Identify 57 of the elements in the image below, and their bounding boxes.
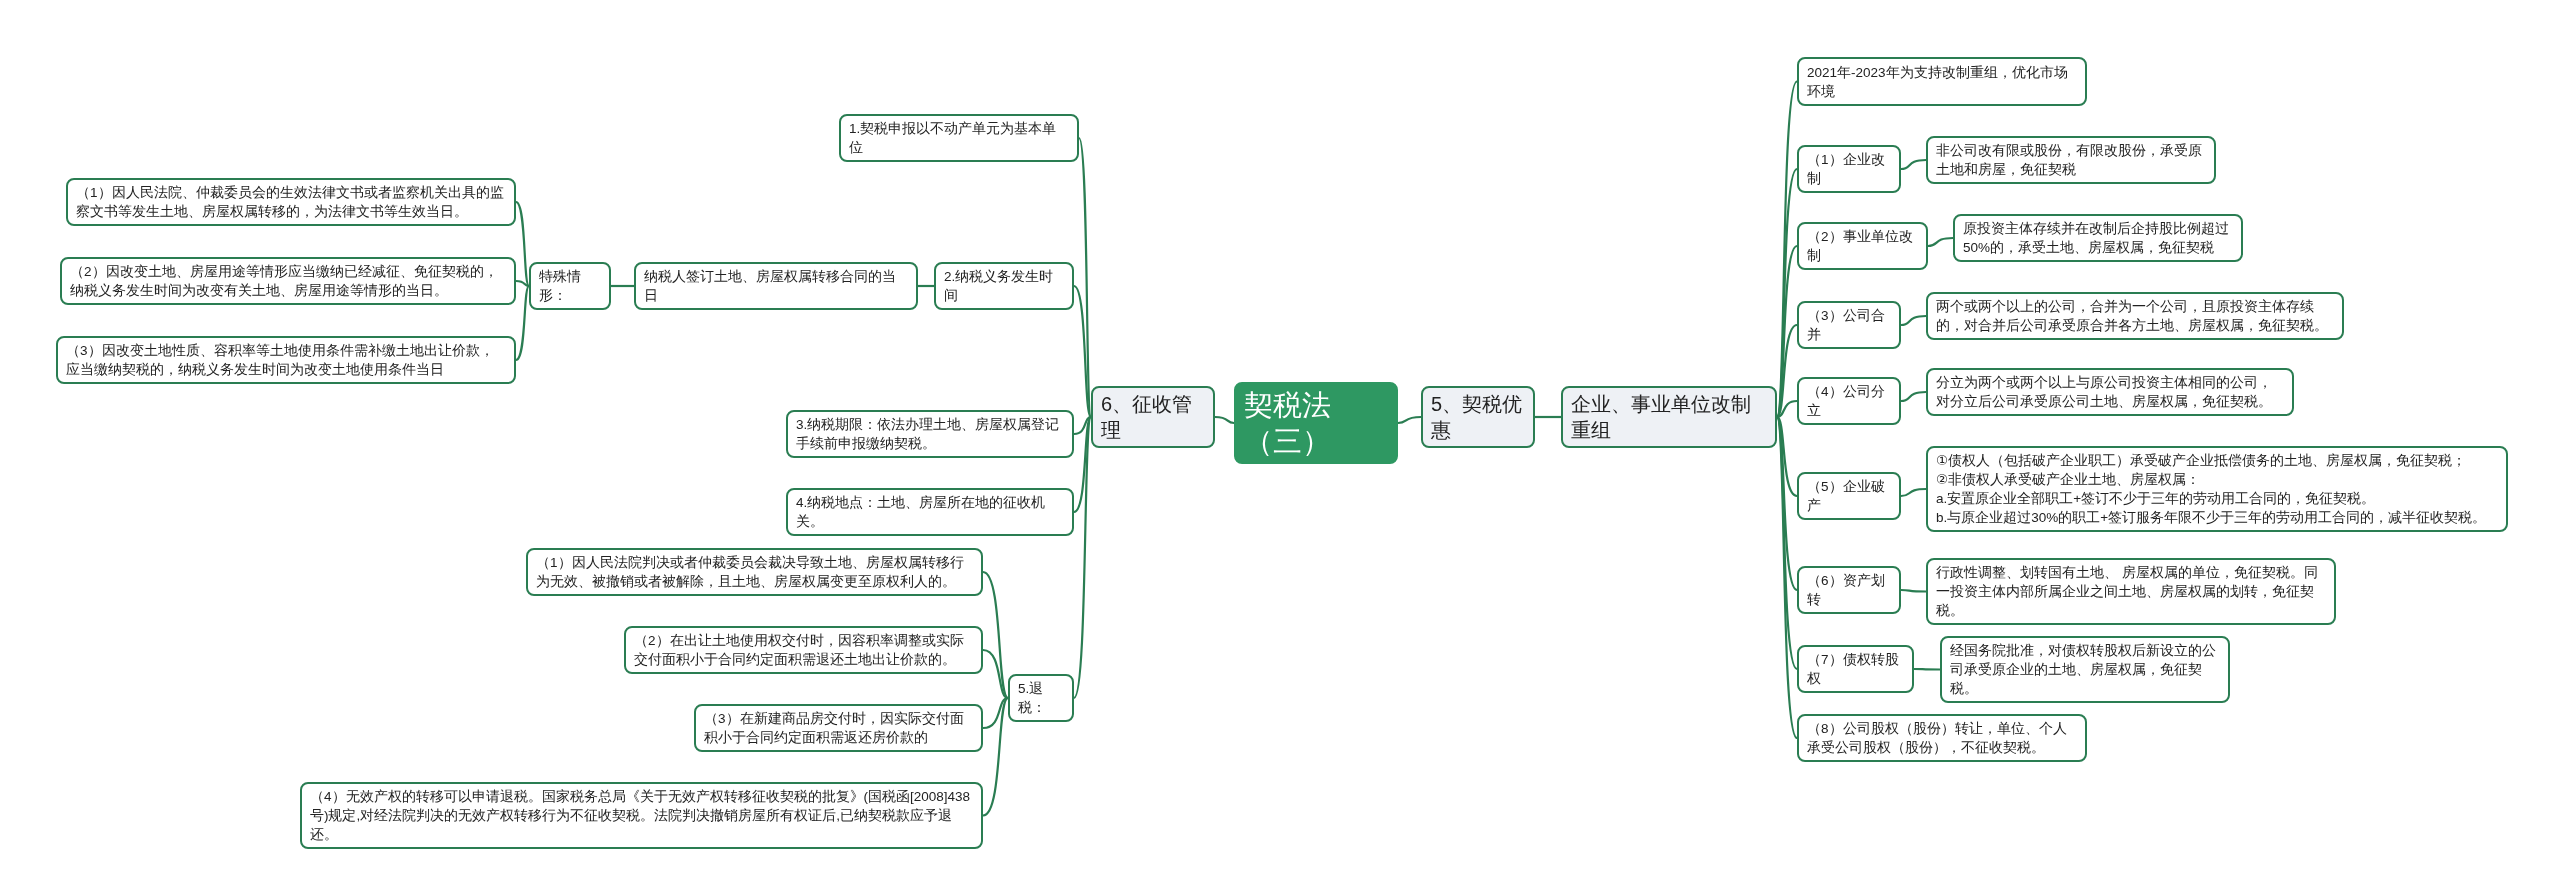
topic-box: 2021年-2023年为支持改制重组，优化市场环境 xyxy=(1797,57,2087,106)
topic-box: 特殊情形： xyxy=(529,262,611,310)
topic-box: （1）因人民法院、仲裁委员会的生效法律文书或者监察机关出具的监察文书等发生土地、房屋权属转移的，为法律文书等生效当日。 xyxy=(66,178,516,226)
topic-box: （6）资产划转 xyxy=(1797,566,1901,614)
connector-line xyxy=(515,201,530,287)
topic-box: 5、契税优惠 xyxy=(1421,386,1535,448)
connector-line xyxy=(1927,236,1954,248)
topic-box: （7）债权转股权 xyxy=(1797,645,1914,693)
connector-line xyxy=(1901,588,1926,593)
topic-box: （4）公司分立 xyxy=(1797,377,1901,425)
topic-box: 6、征收管理 xyxy=(1091,386,1215,448)
topic-box: （3）公司合并 xyxy=(1797,301,1901,349)
connector-line xyxy=(1073,416,1092,513)
connector-line xyxy=(982,696,1009,730)
connector-line xyxy=(1073,285,1092,418)
connector-line xyxy=(611,284,634,288)
topic-box: （4）无效产权的转移可以申请退税。国家税务总局《关于无效产权转移征收契税的批复》(国税函[2008]438号)规定,对经法院判决的无效产权转移行为不征收契税。法院判决撤销房屋所有权证后,已纳契税款应予退还。 xyxy=(300,782,983,849)
connector-line xyxy=(1073,415,1092,436)
connector-line xyxy=(982,697,1009,817)
connector-line xyxy=(918,284,934,288)
topic-box: （3）因改变土地性质、容积率等土地使用条件需补缴土地出让价款，应当缴纳契税的，纳税义务发生时间为改变土地使用条件当日 xyxy=(56,336,516,384)
connector-line xyxy=(1900,158,1927,171)
topic-box: （8）公司股权（股份）转让，单位、个人承受公司股权（股份），不征收契税。 xyxy=(1797,714,2087,762)
topic-box: 1.契税申报以不动产单元为基本单位 xyxy=(839,114,1079,162)
central-topic: 契税法（三） xyxy=(1234,382,1398,464)
topic-box: （1）因人民法院判决或者仲裁委员会裁决导致土地、房屋权属转移行为无效、被撤销或者被解除，且土地、房屋权属变更至原权利人的。 xyxy=(526,548,983,596)
connector-line xyxy=(1914,667,1940,671)
topic-box: 3.纳税期限：依法办理土地、房屋权属登记手续前申报缴纳契税。 xyxy=(786,410,1074,458)
connector-line xyxy=(1214,415,1235,425)
connector-line xyxy=(1900,390,1927,403)
topic-box: 经国务院批准，对债权转股权后新设立的公司承受原企业的土地、房屋权属，免征契税。 xyxy=(1940,636,2230,703)
topic-box: 原投资主体存续并在改制后企持股比例超过50%的，承受土地、房屋权属，免征契税 xyxy=(1953,214,2243,262)
connector-line xyxy=(1535,415,1561,419)
topic-box: 非公司改有限或股份，有限改股份，承受原土地和房屋，免征契税 xyxy=(1926,136,2216,184)
topic-box: （1）企业改制 xyxy=(1797,145,1901,193)
topic-box: （5）企业破产 xyxy=(1797,472,1901,520)
topic-box: 行政性调整、划转国有土地、 房屋权属的单位，免征契税。同一投资主体内部所属企业之间土地、房屋权属的划转，免征契税。 xyxy=(1926,558,2336,625)
connector-line xyxy=(1397,415,1422,425)
connector-line xyxy=(982,648,1009,699)
connector-line xyxy=(1900,314,1927,327)
topic-box: （2）事业单位改制 xyxy=(1797,222,1928,270)
topic-box: 企业、事业单位改制重组 xyxy=(1561,386,1777,448)
topic-box: （2）在出让土地使用权交付时，因容积率调整或实际交付面积小于合同约定面积需退还土地出让价款的。 xyxy=(624,626,983,674)
connector-line xyxy=(1776,416,1798,497)
topic-box: （3）在新建商品房交付时，因实际交付面积小于合同约定面积需返还房价款的 xyxy=(694,704,983,752)
topic-box: 纳税人签订土地、房屋权属转移合同的当日 xyxy=(634,262,918,310)
topic-box: 两个或两个以上的公司，合并为一个公司，且原投资主体存续的，对合并后公司承受原合并各方土地、房屋权属，免征契税。 xyxy=(1926,292,2344,340)
connector-line xyxy=(1900,487,1927,498)
connector-line xyxy=(515,285,530,361)
connector-line xyxy=(1776,399,1798,419)
topic-box: 4.纳税地点：土地、房屋所在地的征收机关。 xyxy=(786,488,1074,536)
topic-box: 分立为两个或两个以上与原公司投资主体相同的公司，对分立后公司承受原公司土地、房屋权属，免征契税。 xyxy=(1926,368,2294,416)
topic-box: 5.退税： xyxy=(1008,674,1074,722)
topic-box: ①债权人（包括破产企业职工）承受破产企业抵偿债务的土地、房屋权属，免征契税； ②非债权人承受破产企业土地、房屋权属： a.安置原企业全部职工+签订不少于三年的劳动用工合同的，免征契税。 b.与原企业超过30%的职工+签订服务年限不少于三年的劳动用工合同的，减半征收契税。 xyxy=(1926,446,2508,532)
connector-line xyxy=(1776,324,1798,418)
topic-box: （2）因改变土地、房屋用途等情形应当缴纳已经减征、免征契税的，纳税义务发生时间为改变有关土地、房屋用途等情形的当日。 xyxy=(60,257,516,305)
topic-box: 2.纳税义务发生时间 xyxy=(934,262,1074,310)
